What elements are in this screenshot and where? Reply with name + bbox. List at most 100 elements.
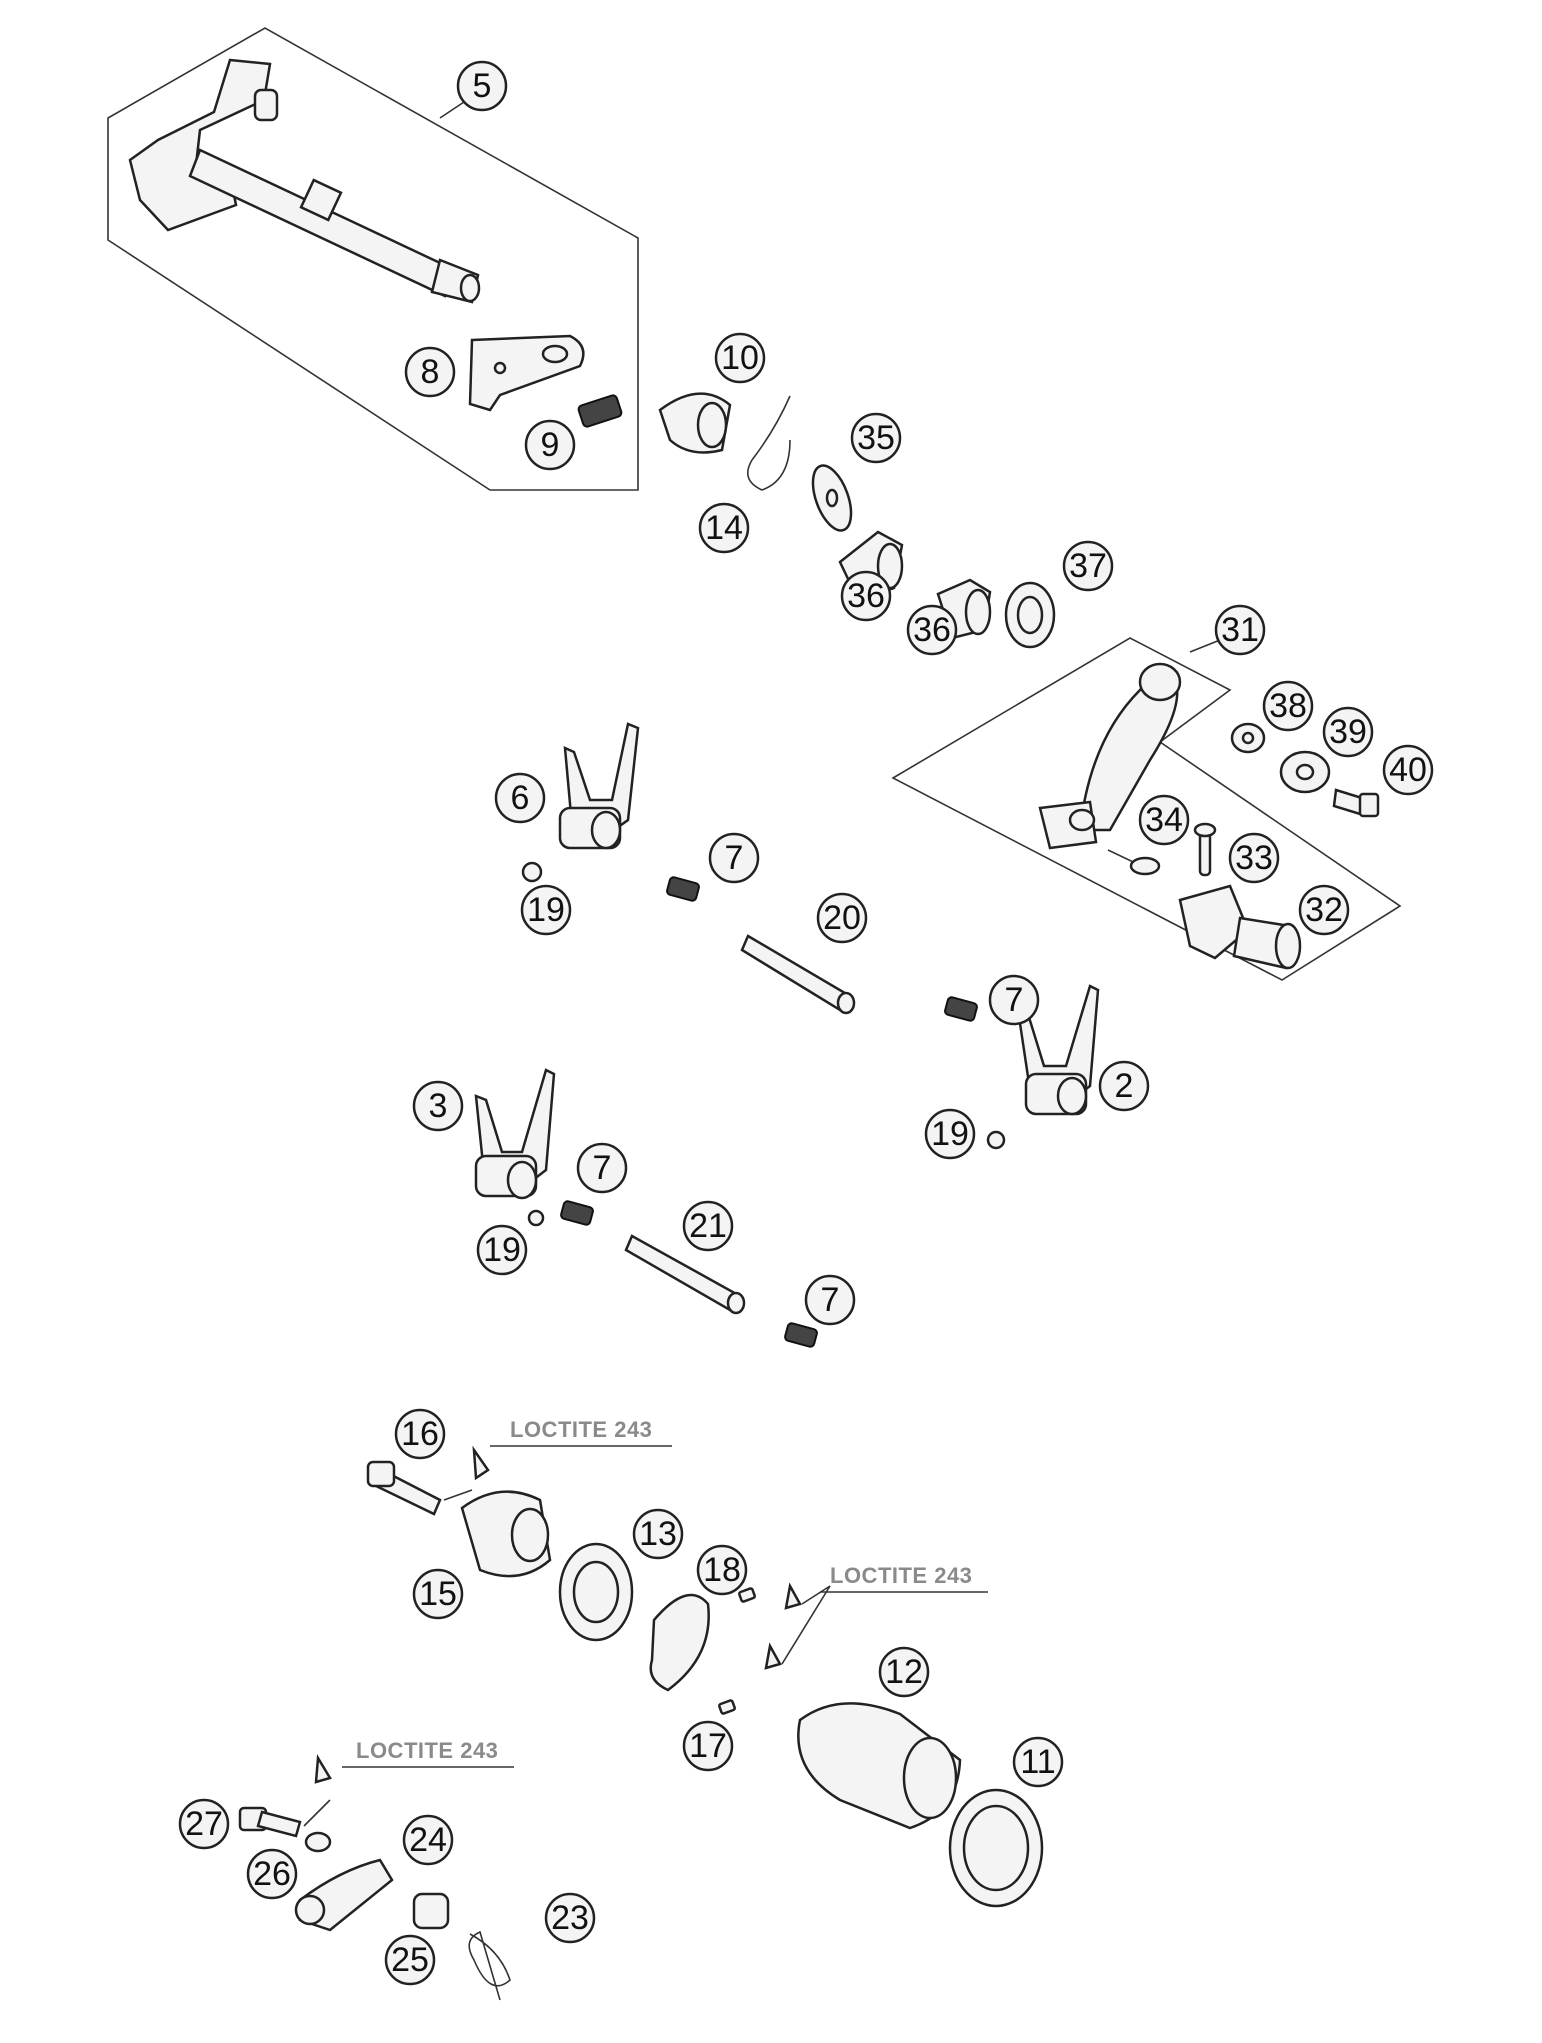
- callout-label: 34: [1145, 801, 1183, 839]
- callout-label: 6: [511, 779, 530, 817]
- callout-9: 9: [524, 419, 576, 471]
- callout-35: 35: [850, 412, 902, 464]
- callout-36b: 36: [906, 604, 958, 656]
- callout-7c: 7: [576, 1142, 628, 1194]
- callout-circle: [840, 570, 892, 622]
- callout-31: 31: [1214, 604, 1266, 656]
- callout-label: 7: [593, 1149, 612, 1187]
- callout-circle: [1382, 744, 1434, 796]
- callout-6: 6: [494, 772, 546, 824]
- callout-circle: [494, 772, 546, 824]
- callout-label: 37: [1069, 547, 1107, 585]
- callout-circle: [520, 884, 572, 936]
- callout-circle: [1298, 884, 1350, 936]
- callout-7a: 7: [708, 832, 760, 884]
- loctite-label-3: LOCTITE 243: [356, 1738, 498, 1763]
- callout-circle: [696, 1544, 748, 1596]
- callout-circle: [412, 1568, 464, 1620]
- callout-19c: 19: [476, 1224, 528, 1276]
- callout-12: 12: [878, 1646, 930, 1698]
- callout-label: 17: [689, 1727, 727, 1765]
- callout-25: 25: [384, 1934, 436, 1986]
- callout-label: 18: [703, 1551, 741, 1589]
- callout-circle: [544, 1892, 596, 1944]
- callout-5: 5: [456, 60, 508, 112]
- callout-15: 15: [412, 1568, 464, 1620]
- callout-label: 39: [1329, 713, 1367, 751]
- callout-21: 21: [682, 1200, 734, 1252]
- callout-circle: [632, 1508, 684, 1560]
- callout-14: 14: [698, 502, 750, 554]
- shift-shaft-group: [107, 27, 639, 491]
- callout-circle: [682, 1200, 734, 1252]
- group-box-5: [107, 27, 639, 491]
- callout-circle: [988, 974, 1040, 1026]
- callout-label: 38: [1269, 687, 1307, 725]
- loctite-label-1: LOCTITE 243: [510, 1417, 652, 1442]
- callout-circle: [1322, 706, 1374, 758]
- callout-circle: [906, 604, 958, 656]
- callout-16: 16: [394, 1408, 446, 1460]
- callout-label: 5: [473, 67, 492, 105]
- callout-24: 24: [402, 1814, 454, 1866]
- callout-circle: [1012, 1736, 1064, 1788]
- callout-label: 21: [689, 1207, 727, 1245]
- callout-label: 7: [725, 839, 744, 877]
- callout-label: 19: [931, 1115, 969, 1153]
- callout-7d: 7: [804, 1274, 856, 1326]
- callout-label: 14: [705, 509, 743, 547]
- callout-label: 8: [421, 353, 440, 391]
- callout-label: 26: [253, 1855, 291, 1893]
- callout-7b: 7: [988, 974, 1040, 1026]
- callout-label: 40: [1389, 751, 1427, 789]
- callout-circle: [1098, 1060, 1150, 1112]
- callout-13: 13: [632, 1508, 684, 1560]
- callout-40: 40: [1382, 744, 1434, 796]
- callout-20: 20: [816, 892, 868, 944]
- callout-label: 19: [527, 891, 565, 929]
- callout-label: 7: [1005, 981, 1024, 1019]
- detent-lever-assembly: [238, 1754, 511, 2001]
- callout-circle: [804, 1274, 856, 1326]
- callout-label: 12: [885, 1653, 923, 1691]
- callout-label: 2: [1115, 1067, 1134, 1105]
- callout-circle: [1138, 794, 1190, 846]
- callout-label: 13: [639, 1515, 677, 1553]
- callout-11: 11: [1012, 1736, 1064, 1788]
- callout-circle: [384, 1934, 436, 1986]
- callout-3: 3: [412, 1080, 464, 1132]
- callout-32: 32: [1298, 884, 1350, 936]
- spring-part-9: [577, 394, 623, 428]
- shift-forks: [474, 722, 1100, 1348]
- callout-23: 23: [544, 1892, 596, 1944]
- callout-circle: [816, 892, 868, 944]
- callout-label: 9: [541, 426, 560, 464]
- loctite-labels: LOCTITE 243 LOCTITE 243 LOCTITE 243: [342, 1417, 988, 1768]
- shift-lever-group: [891, 635, 1402, 981]
- callout-34: 34: [1138, 794, 1190, 846]
- callout-circle: [850, 412, 902, 464]
- callout-label: 35: [857, 419, 895, 457]
- callout-circle: [1062, 540, 1114, 592]
- callout-label: 3: [429, 1087, 448, 1125]
- callout-label: 7: [821, 1281, 840, 1319]
- callout-label: 32: [1305, 891, 1343, 929]
- shift-plate-part: [468, 334, 585, 412]
- callout-circle: [178, 1798, 230, 1850]
- callout-circle: [1228, 832, 1280, 884]
- callout-39: 39: [1322, 706, 1374, 758]
- shift-shaft-part: [128, 58, 481, 304]
- callout-circle: [1214, 604, 1266, 656]
- shift-drum-assembly: [366, 1445, 1044, 1908]
- callout-33: 33: [1228, 832, 1280, 884]
- callout-circle: [456, 60, 508, 112]
- callout-circle: [402, 1814, 454, 1866]
- callout-circle: [404, 346, 456, 398]
- callout-label: 36: [847, 577, 885, 615]
- callout-circle: [476, 1224, 528, 1276]
- callout-circle: [412, 1080, 464, 1132]
- callout-label: 11: [1020, 1743, 1055, 1781]
- callout-label: 24: [409, 1821, 447, 1859]
- callout-17: 17: [682, 1720, 734, 1772]
